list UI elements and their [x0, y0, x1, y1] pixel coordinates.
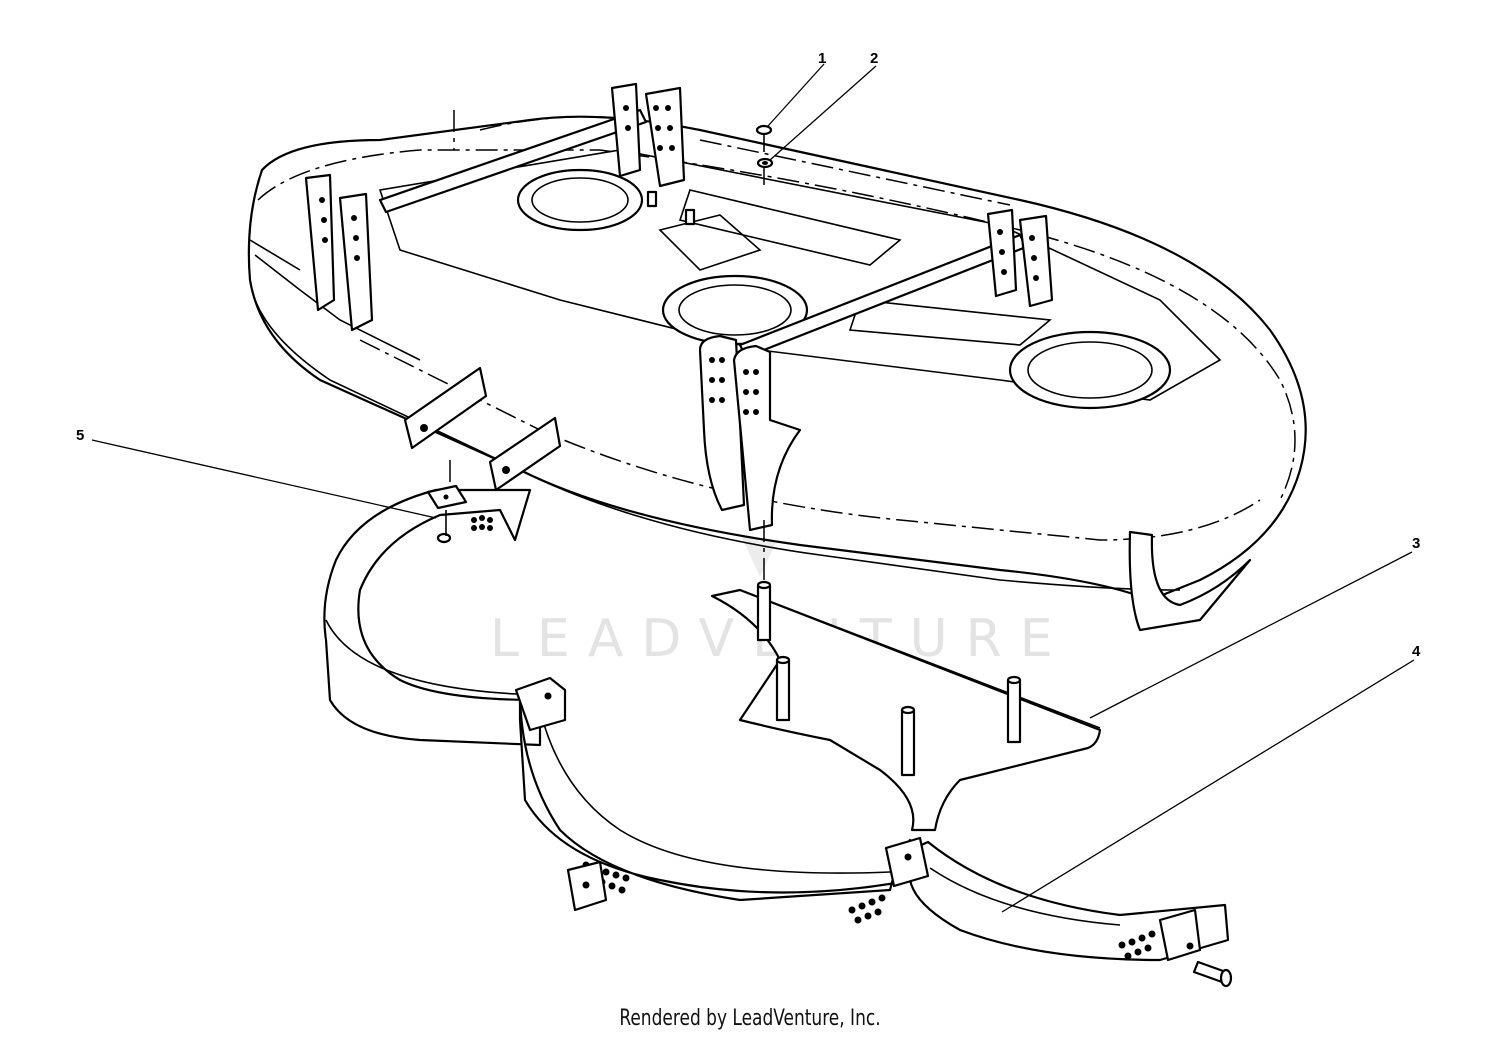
washer-item-2 — [756, 157, 774, 169]
callout-4: 4 — [1412, 643, 1421, 660]
bracket-left-front — [698, 334, 802, 532]
callout-2: 2 — [870, 50, 878, 67]
deck-bumper — [1128, 530, 1252, 632]
bolt-item-1 — [755, 124, 773, 152]
skirt-band-item-4 — [323, 488, 1233, 988]
footer-credit: Rendered by LeadVenture, Inc. — [619, 1006, 881, 1031]
assembly-lines — [449, 110, 765, 590]
callout-1: 1 — [818, 50, 826, 67]
mower-deck — [247, 82, 1307, 632]
bracket-right-rear — [610, 82, 686, 188]
clip-screw-item-5 — [426, 484, 468, 544]
callout-3: 3 — [1412, 535, 1420, 552]
baffle-plate-item-3 — [710, 580, 1102, 832]
leader-lines — [91, 63, 1415, 913]
deck-hitch-tabs — [403, 366, 562, 492]
bracket-left-rear — [304, 173, 374, 332]
bracket-right-front — [986, 208, 1054, 308]
callout-5: 5 — [76, 427, 84, 444]
